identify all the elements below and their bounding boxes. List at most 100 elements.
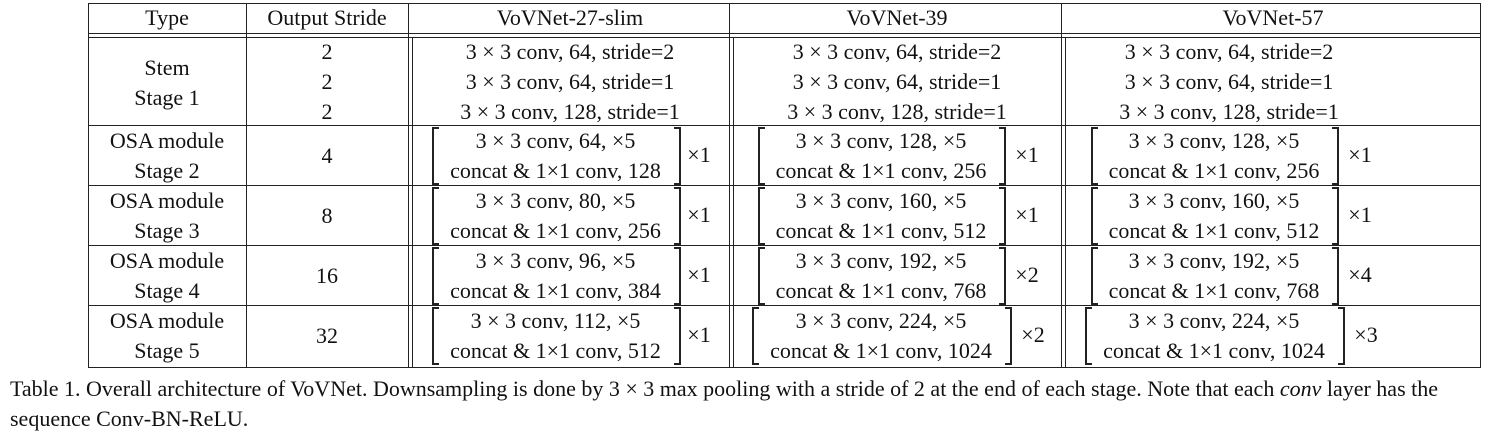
block-concat-line: concat & 1×1 conv, 512 (1108, 218, 1320, 243)
block-concat-line: concat & 1×1 conv, 1024 (1103, 338, 1325, 363)
stem-layer: 3 × 3 conv, 64, stride=2 (1124, 39, 1334, 64)
block-bracket (432, 307, 681, 365)
block-conv-line: 3 × 3 conv, 112, ×5 (470, 308, 641, 333)
block-conv-line: 3 × 3 conv, 128, ×5 (795, 128, 967, 153)
stem-layer: 3 × 3 conv, 64, stride=2 (465, 39, 675, 64)
block-conv-line: 3 × 3 conv, 192, ×5 (795, 248, 967, 273)
stem-stride: 2 (321, 39, 333, 64)
stage-name: Stage 2 (134, 158, 200, 183)
top-rule (88, 3, 1481, 4)
col-rule (246, 3, 247, 368)
stage-type: OSA module (109, 248, 225, 273)
col-rule (729, 3, 730, 368)
stem-stage: Stage 1 (134, 85, 200, 110)
block-concat-line: concat & 1×1 conv, 768 (775, 278, 987, 303)
block-concat-line: concat & 1×1 conv, 256 (775, 158, 987, 183)
col-rule (1061, 3, 1062, 368)
caption-text-end: layer has the sequence Conv-BN-ReLU. (10, 376, 1439, 431)
block-multiplier: ×1 (687, 202, 711, 227)
block-conv-line: 3 × 3 conv, 160, ×5 (795, 188, 967, 213)
block-concat-line: concat & 1×1 conv, 384 (450, 278, 661, 303)
row-rule (88, 185, 1481, 186)
block-bracket (1091, 247, 1339, 305)
col-rule (408, 3, 409, 368)
block-multiplier: ×4 (1348, 262, 1372, 287)
stem-stride: 2 (321, 99, 333, 124)
block-concat-line: concat & 1×1 conv, 512 (450, 338, 661, 363)
table-caption: Table 1. Overall architecture of VoVNet.… (10, 374, 1480, 434)
stage-type: OSA module (109, 308, 225, 333)
col-rule (412, 37, 413, 368)
block-concat-line: concat & 1×1 conv, 256 (450, 218, 661, 243)
block-concat-line: concat & 1×1 conv, 256 (1108, 158, 1320, 183)
header-output-stride: Output Stride (267, 5, 387, 30)
block-conv-line: 3 × 3 conv, 192, ×5 (1128, 248, 1300, 273)
row-rule (88, 305, 1481, 306)
stage-name: Stage 4 (134, 278, 200, 303)
stage-type: OSA module (109, 188, 225, 213)
stage-type: OSA module (109, 128, 225, 153)
stem-layer: 3 × 3 conv, 128, stride=1 (787, 99, 1007, 124)
block-multiplier: ×1 (1348, 202, 1372, 227)
col-rule (1480, 3, 1481, 368)
col-rule (1065, 37, 1066, 368)
block-concat-line: concat & 1×1 conv, 768 (1108, 278, 1320, 303)
block-bracket (1091, 127, 1339, 185)
block-concat-line: concat & 1×1 conv, 128 (450, 158, 661, 183)
block-bracket (1085, 307, 1345, 365)
block-bracket (432, 127, 681, 185)
stem-stride: 2 (321, 69, 333, 94)
header-vovnet-39: VoVNet-39 (846, 5, 948, 30)
bottom-rule (88, 367, 1481, 368)
stem-layer: 3 × 3 conv, 128, stride=1 (1119, 99, 1339, 124)
block-bracket (1091, 187, 1339, 245)
row-rule (88, 245, 1481, 246)
header-type: Type (145, 5, 189, 30)
block-bracket (758, 187, 1006, 245)
block-multiplier: ×1 (1348, 142, 1372, 167)
stage-stride: 32 (316, 323, 338, 348)
col-rule (88, 3, 89, 368)
col-rule (733, 37, 734, 368)
block-conv-line: 3 × 3 conv, 128, ×5 (1128, 128, 1300, 153)
stem-type: Stem (144, 55, 190, 80)
stem-layer: 3 × 3 conv, 64, stride=2 (792, 39, 1002, 64)
block-conv-line: 3 × 3 conv, 224, ×5 (795, 308, 967, 333)
caption-emphasis: conv (1279, 376, 1322, 401)
block-concat-line: concat & 1×1 conv, 512 (775, 218, 987, 243)
stage-stride: 4 (321, 143, 333, 168)
block-conv-line: 3 × 3 conv, 80, ×5 (475, 188, 636, 213)
stem-layer: 3 × 3 conv, 128, stride=1 (460, 99, 680, 124)
stage-stride: 16 (316, 263, 338, 288)
block-multiplier: ×2 (1021, 322, 1045, 347)
block-multiplier: ×1 (687, 262, 711, 287)
block-multiplier: ×2 (1015, 262, 1039, 287)
block-bracket (432, 187, 681, 245)
block-bracket (758, 127, 1006, 185)
architecture-table: Type Output Stride VoVNet-27-slim VoVNet… (88, 3, 1481, 368)
stem-layer: 3 × 3 conv, 64, stride=1 (1124, 69, 1334, 94)
stage-stride: 8 (321, 203, 333, 228)
header-rule-double (88, 37, 1481, 38)
stage-name: Stage 3 (134, 218, 200, 243)
block-concat-line: concat & 1×1 conv, 1024 (770, 338, 992, 363)
header-vovnet-27-slim: VoVNet-27-slim (496, 5, 644, 30)
block-multiplier: ×1 (687, 142, 711, 167)
caption-text: Table 1. Overall architecture of VoVNet.… (10, 376, 1280, 401)
stem-layer: 3 × 3 conv, 64, stride=1 (792, 69, 1002, 94)
block-conv-line: 3 × 3 conv, 64, ×5 (475, 128, 636, 153)
header-rule (88, 33, 1481, 34)
block-multiplier: ×1 (1015, 202, 1039, 227)
block-bracket (432, 247, 681, 305)
block-conv-line: 3 × 3 conv, 160, ×5 (1128, 188, 1300, 213)
header-vovnet-57: VoVNet-57 (1222, 5, 1324, 30)
block-conv-line: 3 × 3 conv, 224, ×5 (1128, 308, 1300, 333)
row-rule (88, 125, 1481, 126)
block-multiplier: ×3 (1354, 322, 1378, 347)
stage-name: Stage 5 (134, 338, 200, 363)
block-bracket (752, 307, 1012, 365)
block-multiplier: ×1 (1015, 142, 1039, 167)
block-conv-line: 3 × 3 conv, 96, ×5 (475, 248, 636, 273)
block-bracket (758, 247, 1006, 305)
block-multiplier: ×1 (687, 322, 711, 347)
